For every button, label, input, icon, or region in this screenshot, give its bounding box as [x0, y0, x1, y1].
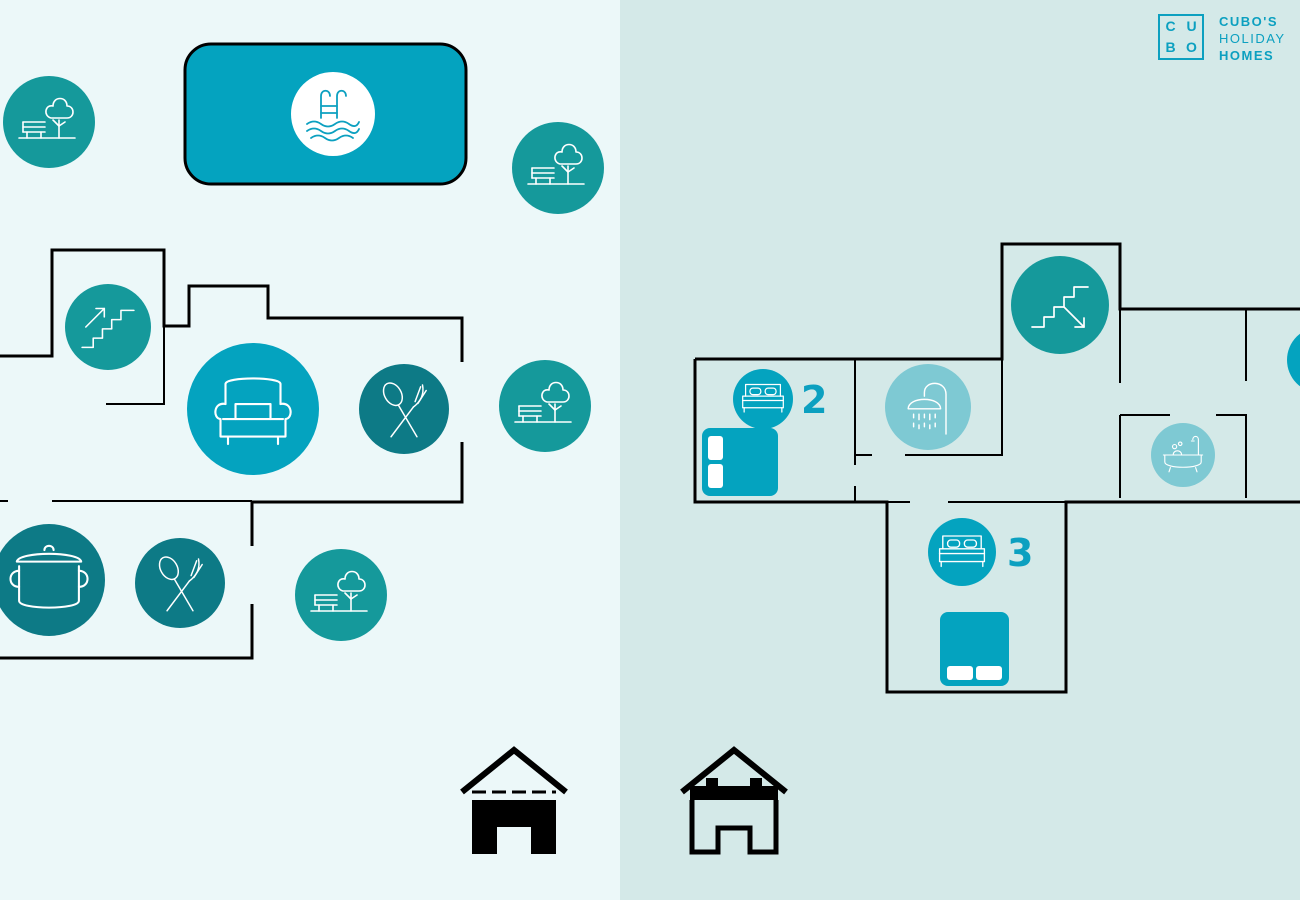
garden-marker: [499, 360, 591, 452]
bedroom-marker: [733, 369, 793, 429]
garden-marker: [3, 76, 95, 168]
bedroom-number-2: 2: [801, 378, 828, 422]
upper-floor-walls: [693, 242, 1300, 694]
stairs-up-marker: [65, 284, 151, 370]
bed-2-shape: [702, 428, 778, 496]
bathtub-marker: [1151, 423, 1215, 487]
dining-marker: [135, 538, 225, 628]
house-upper-floor-icon: [680, 746, 788, 855]
brand-logo: C U B O CUBO'S HOLIDAY HOMES: [1158, 14, 1298, 66]
logo-line-3: HOMES: [1219, 48, 1275, 63]
dining-marker: [359, 364, 449, 454]
edge-marker: [1287, 333, 1300, 387]
pool-badge: [291, 72, 375, 156]
living-room-marker: [187, 343, 319, 475]
garden-marker: [512, 122, 604, 214]
bedroom-number-3: 3: [1007, 531, 1034, 575]
ground-floor-walls: [0, 248, 464, 660]
bedroom-marker: [928, 518, 996, 586]
shower-marker: [885, 364, 971, 450]
stairs-down-marker: [1011, 256, 1109, 354]
logo-line-2: HOLIDAY: [1219, 31, 1286, 46]
logo-box: C U B O: [1158, 14, 1204, 60]
house-ground-floor-icon: [460, 746, 568, 854]
logo-letter: B: [1165, 39, 1176, 55]
garden-marker: [295, 549, 387, 641]
bed-3-shape: [940, 612, 1009, 686]
logo-letter: O: [1186, 39, 1197, 55]
logo-letter: U: [1186, 18, 1197, 34]
logo-letter: C: [1165, 18, 1176, 34]
kitchen-marker: [0, 524, 105, 636]
logo-line-1: CUBO'S: [1219, 14, 1279, 29]
